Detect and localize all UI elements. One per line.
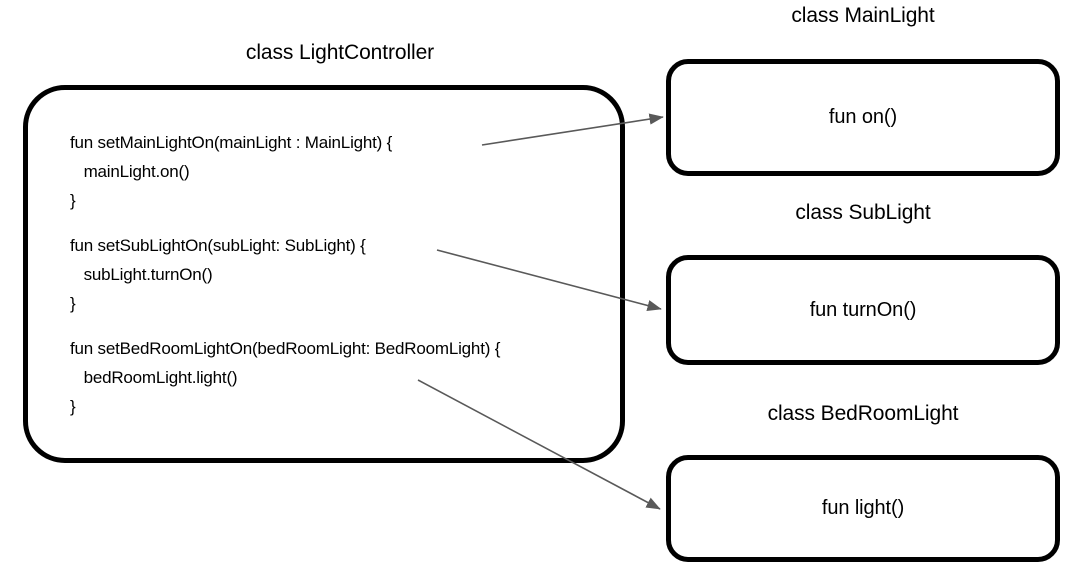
code-block-set-sub-light-on: fun setSubLightOn(subLight: SubLight) { … (70, 231, 540, 318)
mainlight-method-label: fun on() (828, 106, 898, 128)
code-line: fun setSubLightOn(subLight: SubLight) { (70, 236, 366, 255)
sublight-class-box: fun turnOn() (666, 255, 1060, 365)
code-line: bedRoomLight.light() (70, 368, 238, 387)
mainlight-class-box: fun on() (666, 59, 1060, 176)
code-block-set-main-light-on: fun setMainLightOn(mainLight : MainLight… (70, 128, 540, 215)
sublight-method-label: fun turnOn() (809, 298, 917, 321)
code-line: } (70, 191, 76, 210)
bedroomlight-method-label: fun light() (821, 497, 905, 519)
code-line: fun setMainLightOn(mainLight : MainLight… (70, 133, 393, 152)
code-block-set-bed-room-light-on: fun setBedRoomLightOn(bedRoomLight: BedR… (70, 334, 540, 421)
code-line: } (70, 294, 76, 313)
bedroomlight-class-box: fun light() (666, 455, 1060, 562)
sublight-class-title: class SubLight (795, 201, 931, 224)
code-line: subLight.turnOn() (70, 265, 213, 284)
controller-class-title: class LightController (245, 41, 435, 64)
code-line: } (70, 397, 76, 416)
bedroomlight-class-title: class BedRoomLight (767, 402, 959, 425)
controller-code-area: fun setMainLightOn(mainLight : MainLight… (70, 128, 540, 421)
code-line: fun setBedRoomLightOn(bedRoomLight: BedR… (70, 339, 501, 358)
mainlight-class-title: class MainLight (791, 4, 935, 27)
code-line: mainLight.on() (70, 162, 190, 181)
